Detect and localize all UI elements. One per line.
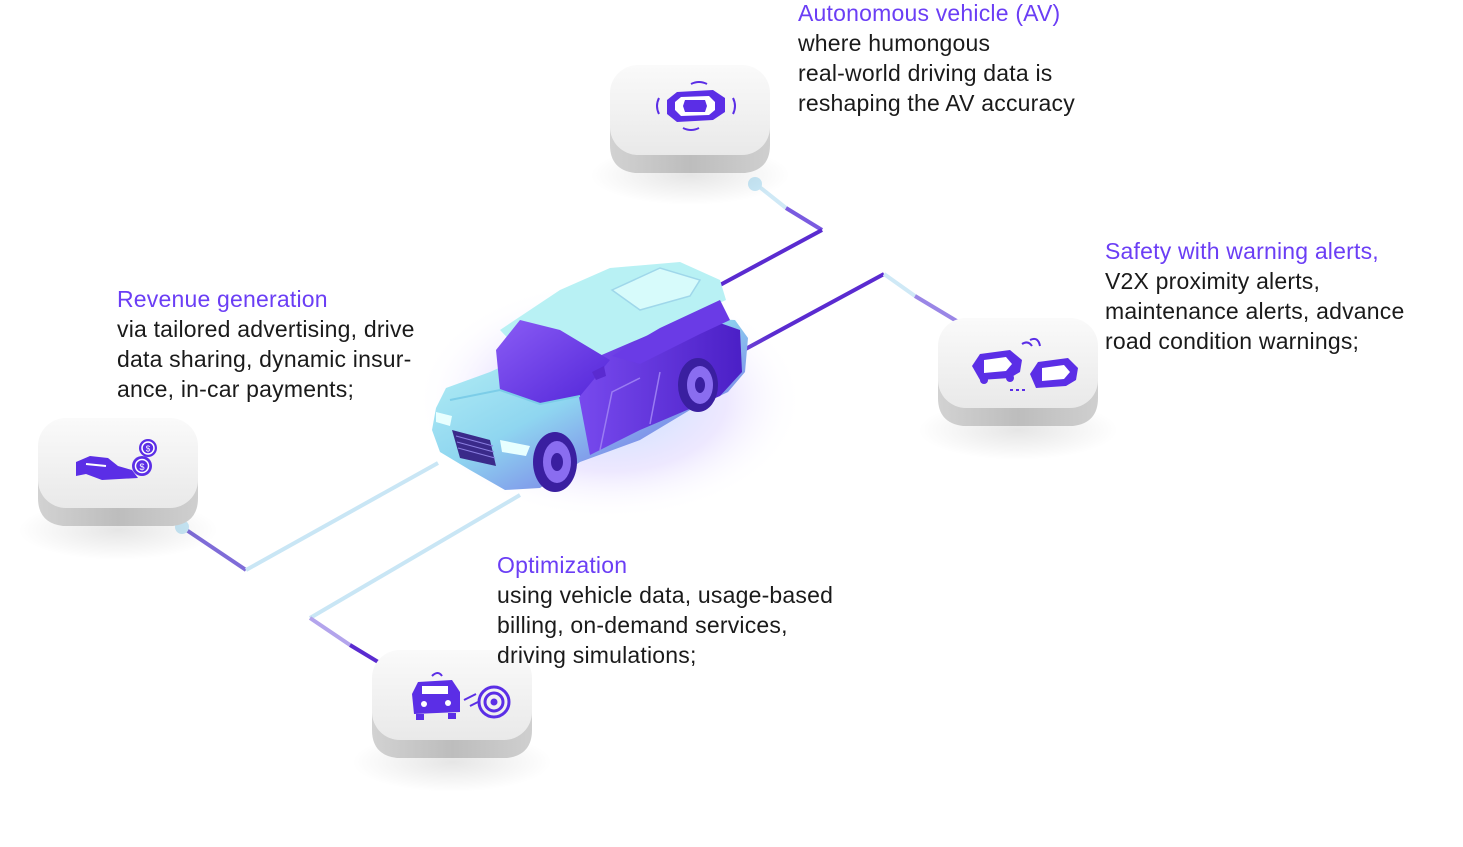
caption-revenue-line: via tailored advertising, drive xyxy=(117,316,415,342)
svg-text:$: $ xyxy=(139,462,144,472)
car-front-wheel xyxy=(533,432,577,492)
tile-optimization xyxy=(352,650,552,792)
caption-safety-title: Safety with warning alerts, xyxy=(1105,238,1379,264)
car-side-window xyxy=(612,300,730,364)
caption-revenue: Revenue generation via tailored advertis… xyxy=(117,284,415,404)
tile-av xyxy=(590,65,790,205)
caption-safety-line: V2X proximity alerts, xyxy=(1105,268,1321,294)
caption-safety-line: maintenance alerts, advance xyxy=(1105,298,1405,324)
connector-revenue xyxy=(175,461,439,572)
tile-revenue: $ $ xyxy=(18,418,218,560)
car-headlight-left xyxy=(436,412,452,426)
caption-safety: Safety with warning alerts, V2X proximit… xyxy=(1105,236,1404,356)
tile-safety xyxy=(918,318,1118,460)
caption-revenue-title: Revenue generation xyxy=(117,286,328,312)
caption-optimization-line: billing, on-demand services, xyxy=(497,612,788,638)
caption-av: Autonomous vehicle (AV) where humongous … xyxy=(798,0,1075,118)
autonomous-car-icon xyxy=(656,81,736,131)
caption-revenue-line: data sharing, dynamic insur- xyxy=(117,346,412,372)
car-grille xyxy=(452,430,496,466)
caption-optimization-line: driving simulations; xyxy=(497,642,697,668)
two-cars-alert-icon xyxy=(972,337,1078,391)
caption-optimization-title: Optimization xyxy=(497,552,628,578)
car-headlight-right xyxy=(500,440,530,456)
svg-text:$: $ xyxy=(146,445,151,454)
caption-av-line: real-world driving data is xyxy=(798,60,1053,86)
caption-optimization: Optimization using vehicle data, usage-b… xyxy=(497,550,833,670)
hand-coins-icon: $ $ xyxy=(76,439,157,480)
car-sunroof xyxy=(610,267,702,311)
car-side-panel xyxy=(570,316,742,455)
car-illustration xyxy=(415,262,805,520)
car-windshield xyxy=(496,320,610,404)
caption-av-title: Autonomous vehicle (AV) xyxy=(798,0,1061,26)
caption-revenue-line: ance, in-car payments; xyxy=(117,376,355,402)
caption-optimization-line: using vehicle data, usage-based xyxy=(497,582,834,608)
car-gauge-icon xyxy=(412,672,511,720)
caption-safety-line: road condition warnings; xyxy=(1105,328,1360,354)
caption-av-line: reshaping the AV accuracy xyxy=(798,90,1075,116)
caption-av-line: where humongous xyxy=(798,30,991,56)
car-rear-wheel xyxy=(678,358,718,412)
